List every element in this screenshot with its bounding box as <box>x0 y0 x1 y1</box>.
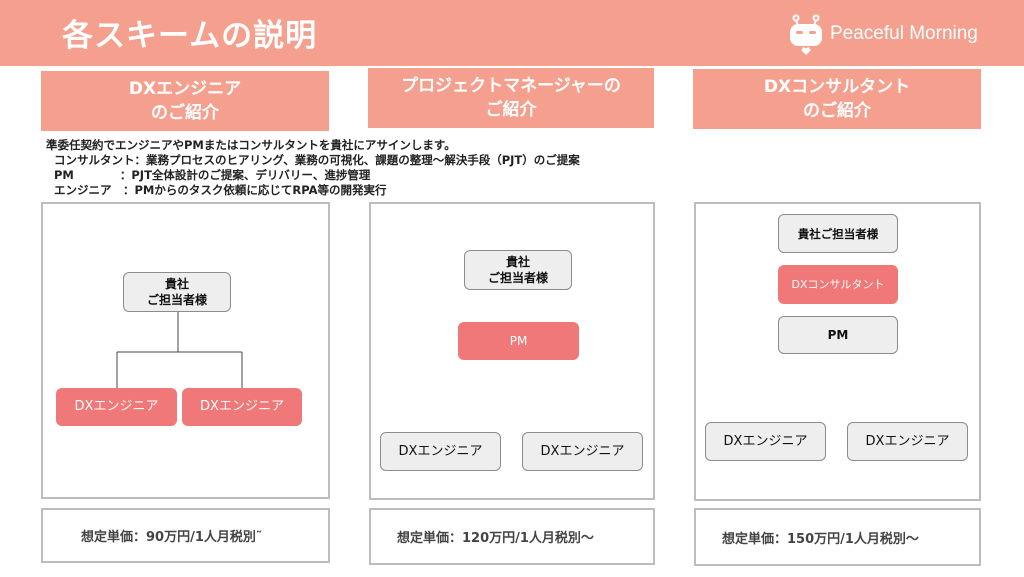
diagram-panel-engineer <box>41 202 330 499</box>
heading-line: DXコンサルタント <box>763 77 911 97</box>
node-label: ご担当者様 <box>487 271 548 285</box>
node-label: DXエンジニア <box>74 399 159 414</box>
heading-line: ご紹介 <box>485 100 537 120</box>
node-label: PM <box>509 334 528 348</box>
dx-engineer-node: DXエンジニア <box>705 422 826 461</box>
node-label: DXエンジニア <box>398 443 483 459</box>
heading-line: のご紹介 <box>803 101 871 121</box>
page-title: 各スキームの説明 <box>62 18 318 54</box>
description-line: PM ：PJT全体設計のご提案、デリバリー、進捗管理 <box>46 168 371 182</box>
price-box-consultant: 想定単価：150万円/1人月税別～ <box>694 508 981 566</box>
node-label: 貴社ご担当者様 <box>797 226 879 241</box>
brand-name: Peaceful Morning <box>830 23 978 44</box>
dx-engineer-node: DXエンジニア <box>380 432 501 471</box>
node-label: DXエンジニア <box>865 433 950 449</box>
node-label: 貴社 <box>505 255 530 269</box>
column-heading-consultant: DXコンサルタント のご紹介 <box>693 69 981 129</box>
dx-engineer-node: DXエンジニア <box>522 432 643 471</box>
client-node: 貴社 ご担当者様 <box>464 250 572 290</box>
heading-line: DXエンジニア <box>128 79 242 99</box>
dx-engineer-node: DXエンジニア <box>56 388 177 426</box>
description-line: コンサルタント：業務プロセスのヒアリング、業務の可視化、課題の整理～解決手段（P… <box>46 153 580 167</box>
pm-node: PM <box>458 322 579 360</box>
column-heading-pm: プロジェクトマネージャーの ご紹介 <box>368 68 654 128</box>
heading-line: プロジェクトマネージャーの <box>401 76 621 96</box>
scheme-description: 準委任契約でエンジニアやPMまたはコンサルタントを貴社にアサインします。 コンサ… <box>46 138 580 198</box>
node-label: PM <box>827 328 849 342</box>
node-label: DXコンサルタント <box>791 277 885 291</box>
price-box-engineer: 想定単価：90万円/1人月税別˜ <box>41 508 330 563</box>
description-line: 準委任契約でエンジニアやPMまたはコンサルタントを貴社にアサインします。 <box>46 138 456 152</box>
brand-logo: Peaceful Morning <box>786 12 1006 56</box>
node-label: DXエンジニア <box>723 433 808 449</box>
dx-engineer-node: DXエンジニア <box>847 422 968 461</box>
description-line: エンジニア ：PMからのタスク依頼に応じてRPA等の開発実行 <box>46 183 387 197</box>
node-label: DXエンジニア <box>540 443 625 459</box>
pm-node: PM <box>778 316 898 354</box>
client-node: 貴社 ご担当者様 <box>123 272 231 312</box>
node-label: DXエンジニア <box>200 399 284 414</box>
price-text: 想定単価：120万円/1人月税別～ <box>397 531 594 546</box>
header-bar: 各スキームの説明 Peaceful Morning <box>0 0 1024 66</box>
price-text: 想定単価：150万円/1人月税別～ <box>722 531 919 547</box>
price-text: 想定単価：90万円/1人月税別˜ <box>81 530 263 545</box>
heading-line: のご紹介 <box>151 103 219 123</box>
robot-face-icon <box>790 14 822 55</box>
node-label: ご担当者様 <box>146 293 207 307</box>
price-box-pm: 想定単価：120万円/1人月税別～ <box>369 508 655 565</box>
client-node: 貴社ご担当者様 <box>778 214 898 253</box>
dx-engineer-node: DXエンジニア <box>182 388 302 426</box>
column-heading-engineer: DXエンジニア のご紹介 <box>41 71 329 131</box>
node-label: 貴社 <box>164 277 189 291</box>
dx-consultant-node: DXコンサルタント <box>778 265 898 304</box>
